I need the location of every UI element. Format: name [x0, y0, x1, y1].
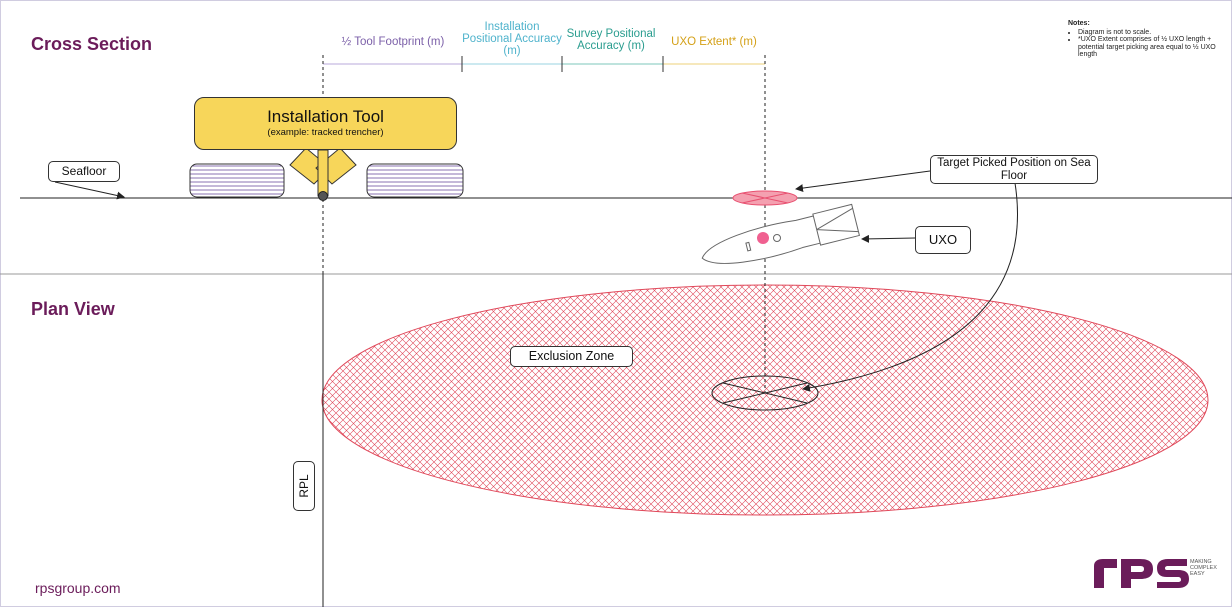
right-track [366, 163, 464, 198]
rpl-label-box: RPL [293, 461, 315, 511]
target-arrow [795, 170, 931, 193]
rps-logo [1094, 559, 1189, 588]
uxo-target-dot [757, 232, 769, 244]
cross-section-title: Cross Section [31, 34, 153, 54]
uxo-label: UXO [915, 226, 971, 254]
installation-tool-title: Installation Tool [267, 107, 384, 126]
uxo-extent-label: UXO Extent* (m) [671, 36, 757, 48]
left-track [189, 163, 285, 198]
seafloor-arrow [54, 181, 125, 200]
tool-footprint-label: ½ Tool Footprint (m) [341, 36, 445, 48]
logo-tagline: MAKING COMPLEX EASY [1190, 559, 1217, 577]
target-picked-label: Target Picked Position on Sea Floor [930, 155, 1098, 184]
plan-target-arrow [802, 182, 1018, 392]
installation-accuracy-label: Installation Positional Accuracy (m) [462, 21, 562, 57]
installation-tool-subtitle: (example: tracked trencher) [267, 127, 384, 138]
website-link[interactable]: rpsgroup.com [35, 580, 121, 596]
exclusion-zone-label: Exclusion Zone [510, 346, 633, 367]
survey-accuracy-label: Survey Positional Accuracy (m) [566, 28, 656, 52]
notes-item: Diagram is not to scale. [1078, 29, 1224, 37]
notes-block: Notes: Diagram is not to scale. *UXO Ext… [1068, 20, 1224, 59]
seafloor-label: Seafloor [48, 161, 120, 182]
plan-view-title: Plan View [31, 299, 115, 319]
notes-heading: Notes: [1068, 20, 1090, 27]
installation-tool-box: Installation Tool (example: tracked tren… [194, 97, 457, 150]
uxo-arrow [861, 234, 916, 243]
rpl-label: RPL [297, 474, 311, 498]
notes-item: *UXO Extent comprises of ½ UXO length + … [1078, 36, 1224, 59]
